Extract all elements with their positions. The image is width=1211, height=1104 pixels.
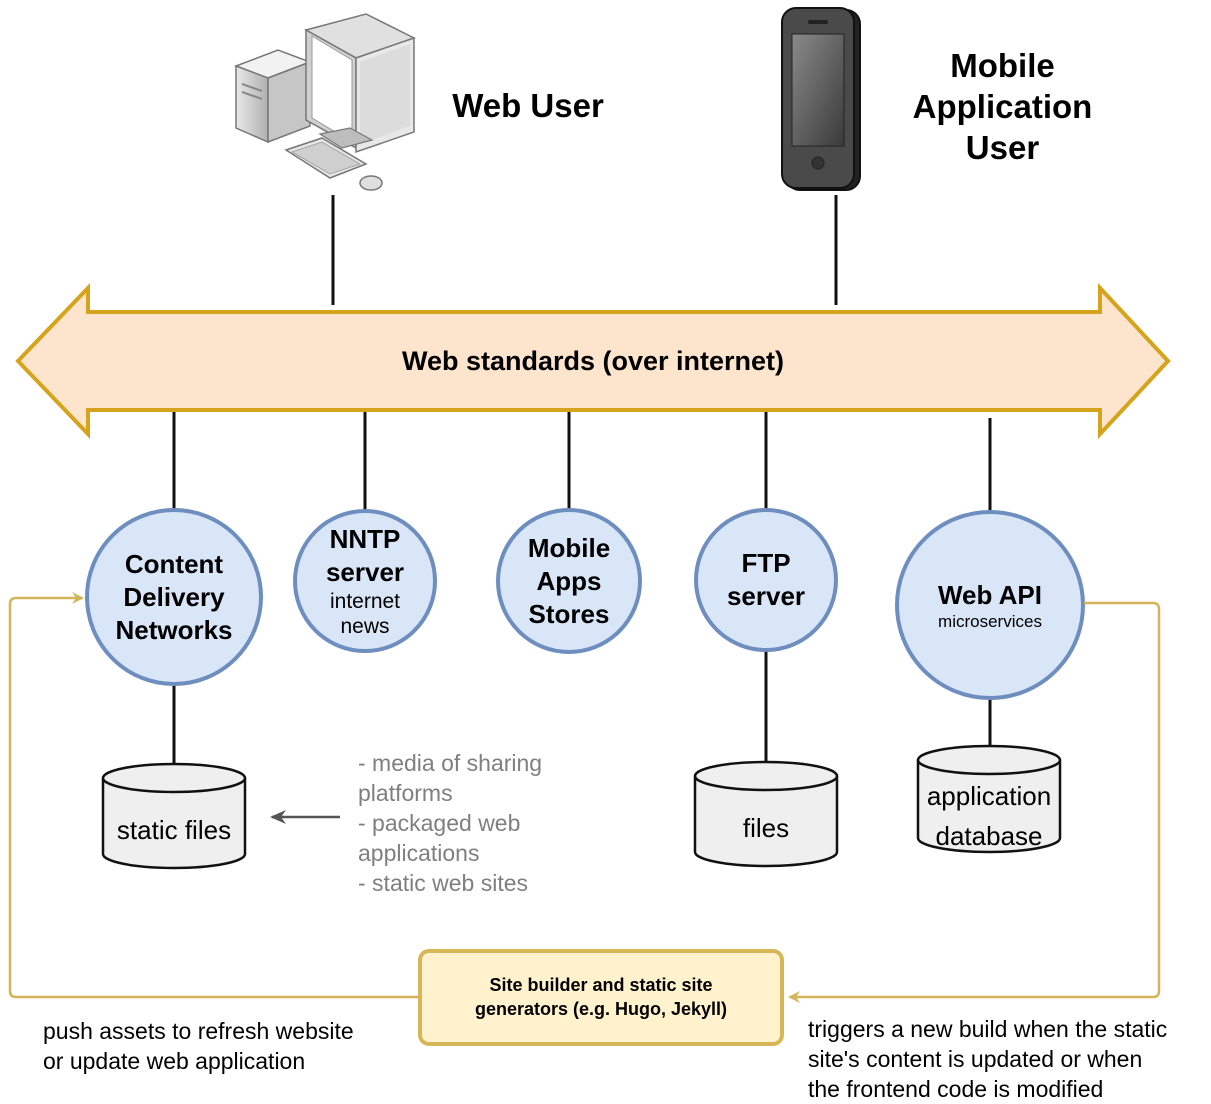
app-database-label: application database <box>915 776 1063 856</box>
nntp-title-line: server <box>325 557 405 587</box>
app-database-line: database <box>935 821 1043 851</box>
caption-line: push assets to refresh website <box>43 1018 354 1044</box>
cdn-title-line: Content <box>124 548 224 579</box>
builder-line: Site builder and static site <box>489 975 713 995</box>
app-database-line: application <box>926 781 1052 811</box>
trigger-build-flow <box>788 601 1161 1003</box>
api-node-label: Web API microservices <box>897 512 1083 698</box>
apps-node-label: Mobile Apps Stores <box>498 510 640 652</box>
note-line: - static web sites <box>358 870 528 896</box>
cdn-node-label: Content Delivery Networks <box>87 510 261 684</box>
apps-node <box>496 508 642 654</box>
band-title: Web standards (over internet) <box>401 346 785 376</box>
note-line: applications <box>358 840 480 866</box>
web-standards-band <box>15 282 1171 440</box>
ftp-title-line: server <box>726 581 806 611</box>
cdn-title-line: Networks <box>115 614 233 645</box>
desktop-computer-icon <box>233 13 416 191</box>
cdn-title-line: Delivery <box>123 581 225 612</box>
mobile-user-line: User <box>965 129 1040 166</box>
trigger-build-caption: triggers a new build when the static sit… <box>808 1014 1208 1104</box>
note-line: - packaged web <box>358 810 521 836</box>
mobile-user-label: Mobile Application User <box>880 45 1125 168</box>
nntp-node-label: NNTP server internet news <box>295 511 435 651</box>
static-files-cylinder <box>101 762 247 870</box>
files-label: files <box>695 808 837 848</box>
ftp-title-line: FTP <box>741 548 791 578</box>
cdn-node <box>85 508 263 686</box>
band-label: Web standards (over internet) <box>300 345 886 377</box>
content-sources-note: - media of sharing platforms - packaged … <box>358 748 542 898</box>
api-sub: microservices <box>938 611 1042 631</box>
web-user-title: Web User <box>452 87 604 124</box>
caption-line: site's content is updated or when <box>808 1046 1143 1072</box>
web-user-label: Web User <box>428 85 628 126</box>
push-assets-flow <box>8 592 420 999</box>
push-assets-caption: push assets to refresh website or update… <box>43 1016 354 1076</box>
files-text: files <box>742 813 790 843</box>
static-files-text: static files <box>116 815 232 845</box>
caption-line: triggers a new build when the static <box>808 1016 1168 1042</box>
api-title: Web API <box>937 579 1042 610</box>
nntp-title-line: NNTP <box>329 524 401 554</box>
apps-title-line: Apps <box>536 565 602 596</box>
note-line: - media of sharing <box>358 750 543 776</box>
caption-line: the frontend code is modified <box>808 1076 1104 1102</box>
api-node <box>895 510 1085 700</box>
nntp-sub-line: news <box>340 615 390 638</box>
site-builder-box <box>418 949 784 1046</box>
files-cylinder <box>693 760 839 868</box>
apps-title-line: Mobile <box>527 532 611 563</box>
nntp-node <box>293 509 437 653</box>
mobile-user-line: Mobile <box>950 47 1055 84</box>
site-builder-label: Site builder and static site generators … <box>422 973 780 1021</box>
ftp-node <box>694 508 838 652</box>
app-database-cylinder <box>916 744 1062 854</box>
builder-line: generators (e.g. Hugo, Jekyll) <box>474 999 728 1019</box>
note-line: platforms <box>358 780 453 806</box>
smartphone-icon <box>781 7 861 191</box>
caption-line: or update web application <box>43 1048 306 1074</box>
ftp-node-label: FTP server <box>696 510 836 650</box>
static-files-label: static files <box>103 810 245 850</box>
nntp-sub-line: internet <box>329 590 401 613</box>
mobile-user-line: Application <box>912 88 1093 125</box>
apps-title-line: Stores <box>528 598 610 629</box>
